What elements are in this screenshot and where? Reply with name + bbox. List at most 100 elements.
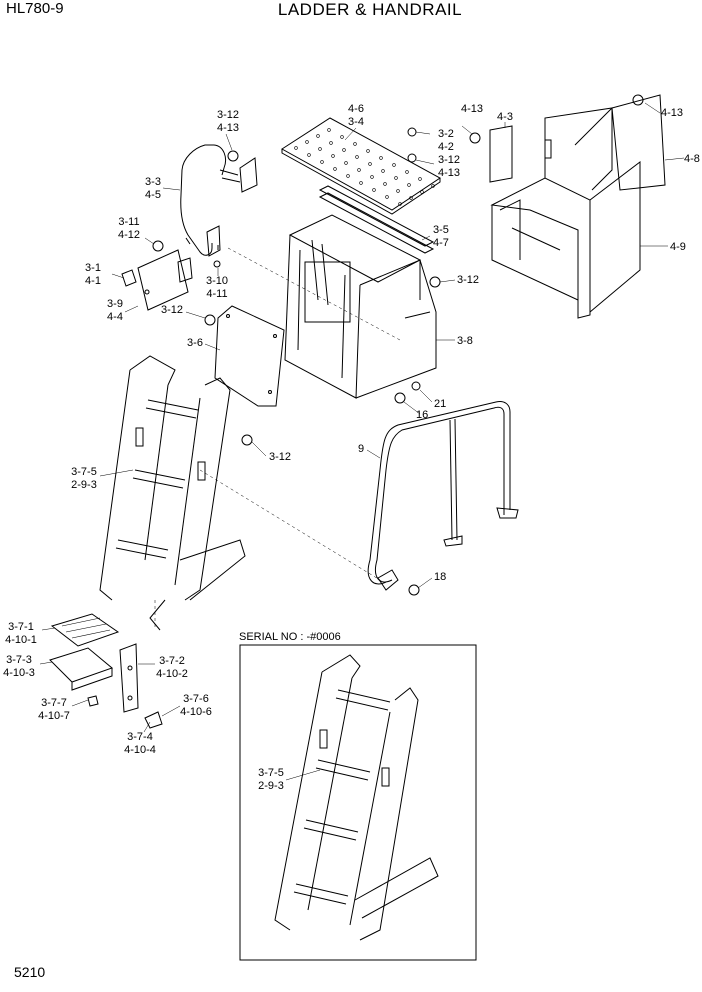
callout-18: 18 (434, 571, 446, 583)
perforation-dot (381, 169, 385, 173)
perforation-dot (320, 160, 324, 164)
callout-line: 4-9 (670, 241, 686, 253)
callout-line: 3-8 (457, 335, 473, 347)
callout-line: 3-1 (85, 262, 101, 274)
perforation-dot (407, 183, 411, 187)
callout-line: 3-7-5 (71, 466, 97, 478)
callout-line: 4-13 (217, 122, 239, 134)
callout-line: 3-7-5 (258, 767, 284, 779)
perforation-dot (394, 176, 398, 180)
perforation-dot (327, 128, 331, 132)
callout-3-8: 3-8 (457, 335, 473, 347)
callout-4-13-a: 4-13 (461, 103, 483, 115)
callout-line: 4-8 (684, 153, 700, 165)
callout-line: 3-7-2 (159, 655, 185, 667)
serial-note: SERIAL NO : -#0006 (239, 631, 341, 643)
perforation-dot (398, 202, 402, 206)
callout-line: 4-2 (438, 141, 454, 153)
callout-line: 3-12 (438, 154, 460, 166)
ladder-main-drawing (99, 355, 246, 631)
perforation-dot (396, 189, 400, 193)
perforation-dot (344, 161, 348, 165)
perforation-dot (431, 184, 435, 188)
callout-line: 4-10-6 (180, 706, 212, 718)
callout-line: 3-7-6 (183, 693, 209, 705)
perforation-dot (409, 196, 413, 200)
page-title: LADDER & HANDRAIL (277, 0, 463, 19)
callout-line: 4-13 (461, 103, 483, 115)
perforation-dot (405, 170, 409, 174)
callout-4-13-b: 4-13 (661, 107, 683, 119)
callout-line: 3-11 (118, 216, 139, 228)
page-number: 5210 (14, 964, 46, 980)
callout-line: 3-7-7 (41, 697, 67, 709)
callout-line: 18 (434, 571, 446, 583)
callout-line: 3-2 (438, 128, 454, 140)
handrail-small-drawing (180, 144, 258, 257)
callout-line: 4-12 (118, 229, 140, 241)
callout-line: 4-3 (497, 111, 513, 123)
callout-4-3: 4-3 (497, 111, 513, 123)
callout-line: 3-7-1 (8, 621, 34, 633)
callout-line: 4-10-4 (124, 744, 156, 756)
bracket-drawing (318, 185, 435, 254)
callout-line: 4-13 (661, 107, 683, 119)
perforation-dot (340, 135, 344, 139)
callout-3-12-d: 3-12 (161, 304, 183, 316)
perforation-dot (379, 156, 383, 160)
perforation-dot (307, 153, 311, 157)
perforation-dot (368, 162, 372, 166)
callout-line: 3-6 (187, 337, 203, 349)
perforation-dot (357, 168, 361, 172)
perforation-dot (318, 147, 322, 151)
perforation-dot (385, 195, 389, 199)
callout-line: 3-9 (107, 298, 123, 310)
perforation-dot (342, 148, 346, 152)
callout-line: 3-12 (457, 274, 479, 286)
callout-line: 4-10-3 (3, 667, 35, 679)
callout-3-12-c: 3-12 (457, 274, 479, 286)
perforation-dot (370, 175, 374, 179)
callout-line: 3-12 (217, 109, 239, 121)
callout-line: 4-6 (348, 103, 364, 115)
callout-line: 4-10-2 (156, 668, 188, 680)
callout-line: 4-5 (145, 189, 161, 201)
leader-lines (39, 102, 685, 781)
callout-line: 4-1 (85, 275, 101, 287)
callout-line: 4-13 (438, 167, 460, 179)
callout-line: 4-4 (107, 311, 123, 323)
callout-line: 4-10-7 (38, 710, 70, 722)
handrail-large-drawing (367, 401, 519, 591)
step-parts-drawing (49, 613, 163, 729)
perforation-dot (392, 163, 396, 167)
callout-line: 3-10 (206, 275, 228, 287)
callout-line: 3-5 (433, 224, 449, 236)
callout-line: 4-7 (433, 237, 449, 249)
fasteners-drawing (152, 94, 644, 596)
perforation-dot (333, 167, 337, 171)
perforation-dot (355, 155, 359, 159)
serial-inset-drawing (239, 644, 477, 961)
callout-line: 3-12 (161, 304, 183, 316)
perforation-dot (372, 188, 376, 192)
perforation-dot (305, 140, 309, 144)
callout-3-6: 3-6 (187, 337, 203, 349)
callout-line: 4-11 (206, 288, 227, 300)
callout-line: 16 (416, 409, 428, 421)
callout-line: 9 (358, 443, 364, 455)
callout-21: 21 (434, 398, 446, 410)
